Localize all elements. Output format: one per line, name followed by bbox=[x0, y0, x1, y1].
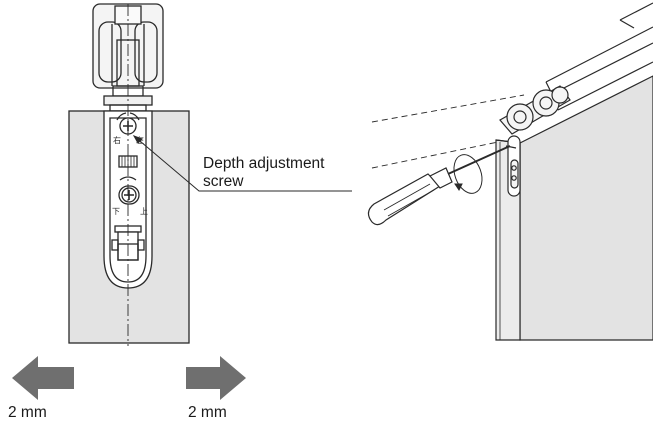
callout-label-line1: Depth adjustment bbox=[203, 155, 325, 172]
callout-label-line2: screw bbox=[203, 173, 244, 190]
front-view: 右 左 下 上 bbox=[68, 3, 190, 346]
left-arrow-icon bbox=[12, 356, 74, 400]
roller-assembly bbox=[499, 85, 571, 197]
right-arrow-label: 2 mm bbox=[188, 404, 227, 421]
screwdriver-icon bbox=[367, 145, 511, 226]
svg-text:右: 右 bbox=[113, 135, 121, 145]
guide-line bbox=[371, 141, 499, 169]
perspective-view bbox=[367, 2, 653, 341]
rotation-arrow-icon bbox=[453, 154, 483, 194]
left-arrow-label: 2 mm bbox=[8, 404, 47, 421]
callout-leader bbox=[132, 135, 352, 192]
rail bbox=[545, 2, 653, 111]
right-arrow-icon bbox=[186, 356, 246, 400]
svg-text:下: 下 bbox=[112, 207, 120, 216]
svg-text:上: 上 bbox=[140, 207, 148, 216]
guide-line bbox=[371, 94, 525, 123]
